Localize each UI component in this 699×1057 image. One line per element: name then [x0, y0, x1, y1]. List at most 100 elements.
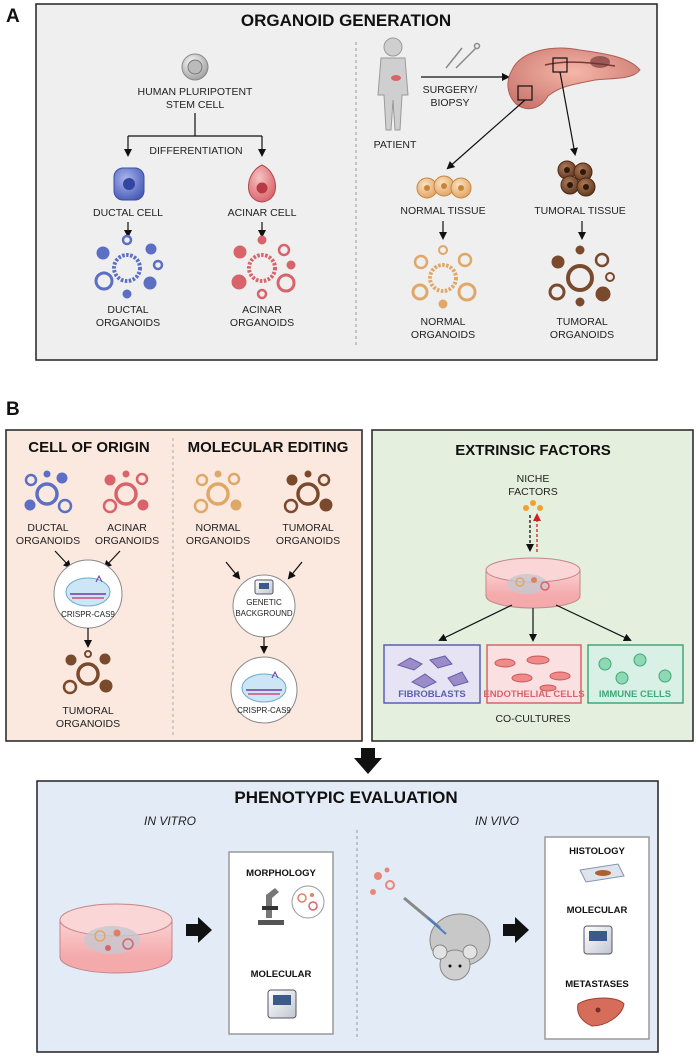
sequencer-icon-vitro	[267, 989, 297, 1019]
niche-label-2: FACTORS	[508, 486, 557, 498]
crispr-label-2: CRISPR-CAS9	[237, 706, 291, 715]
b-tumoral-label-1: TUMORAL	[62, 705, 113, 717]
normal-organoids-label-2: ORGANOIDS	[411, 329, 475, 341]
histology-label: HISTOLOGY	[569, 846, 625, 857]
to-fibroblasts-arrow	[438, 604, 513, 641]
histology-slide-icon	[579, 863, 625, 883]
surgery-label-2: BIOPSY	[430, 97, 469, 109]
b-tumoral-label-2: ORGANOIDS	[56, 718, 120, 730]
in-vitro-label: IN VITRO	[144, 814, 196, 828]
acinar-cell-label: ACINAR CELL	[228, 207, 297, 219]
me-tumoral-label-2: ORGANOIDS	[276, 535, 340, 547]
molecular-vivo-label: MOLECULAR	[567, 905, 628, 916]
crispr-label-1: CRISPR-CAS9	[61, 610, 115, 619]
crispr-cas9-icon-2	[230, 656, 298, 724]
tumoral-organoids-icon	[548, 245, 615, 307]
fibroblasts-box	[383, 644, 481, 704]
in-vivo-arrow	[503, 917, 529, 943]
immune-cells-icon	[598, 653, 672, 685]
normal-tissue-arrow	[446, 99, 526, 170]
b-acinar-to-crispr-arrow	[103, 550, 121, 569]
b-acinar-label-1: ACINAR	[107, 522, 147, 534]
niche-factors-icon	[523, 500, 543, 511]
sequencer-icon-vivo	[583, 925, 613, 955]
acinar-organoids-label-1: ACINAR	[242, 304, 282, 316]
fibroblasts-label: FIBROBLASTS	[398, 689, 466, 700]
me-normal-arrow	[225, 561, 241, 580]
me-tumoral-arrow	[287, 561, 303, 580]
ductal-organoids-icon	[94, 234, 164, 299]
differentiation-label-bg	[144, 143, 248, 157]
patient-icon	[377, 37, 409, 131]
hpsc-label-2: STEM CELL	[166, 99, 225, 111]
normal-tissue-label: NORMAL TISSUE	[400, 205, 485, 217]
in-vitro-dish-icon	[59, 903, 173, 974]
me-normal-label-1: NORMAL	[196, 522, 241, 534]
ductal-organoids-label-1: DUCTAL	[107, 304, 148, 316]
niche-label-1: NICHE	[517, 473, 550, 485]
hpsc-label-1: HUMAN PLURIPOTENT	[138, 86, 254, 98]
molecular-editing-title: MOLECULAR EDITING	[188, 439, 349, 456]
ductal-organoids-label-2: ORGANOIDS	[96, 317, 160, 329]
extrinsic-title: EXTRINSIC FACTORS	[455, 442, 611, 459]
crispr-cas9-icon	[53, 559, 123, 629]
molecular-vitro-label: MOLECULAR	[251, 969, 312, 980]
me-tumoral-label-1: TUMORAL	[282, 522, 333, 534]
panel-b-letter: B	[6, 399, 20, 420]
endothelial-cells-icon	[494, 655, 571, 692]
injection-organoids-icon	[370, 867, 395, 895]
surgery-label-1: SURGERY/	[423, 84, 478, 96]
tumoral-tissue-arrow	[559, 71, 578, 156]
ductal-cell-label: DUCTAL CELL	[93, 207, 163, 219]
metastases-label: METASTASES	[565, 979, 629, 990]
cell-of-origin-title: CELL OF ORIGIN	[28, 439, 149, 456]
tumoral-organoids-label-1: TUMORAL	[556, 316, 607, 328]
b-acinar-organoids-icon	[102, 470, 149, 514]
in-vivo-label: IN VIVO	[475, 814, 519, 828]
fibroblast-cells-icon	[396, 655, 469, 689]
me-normal-label-2: ORGANOIDS	[186, 535, 250, 547]
genetic-label-2: BACKGROUND	[235, 609, 293, 618]
ductal-cell-icon	[113, 167, 145, 201]
b-ductal-to-crispr-arrow	[54, 550, 72, 569]
panel-b-to-c-arrow	[354, 748, 382, 774]
surgical-tools-icon	[445, 42, 481, 69]
genetic-label-1: GENETIC	[246, 598, 282, 607]
b-ductal-organoids-icon	[24, 470, 73, 514]
culture-dish-icon	[485, 557, 581, 609]
syringe-icon	[403, 896, 447, 935]
b-ductal-label-2: ORGANOIDS	[16, 535, 80, 547]
in-vitro-arrow	[186, 917, 212, 943]
acinar-cell-icon	[248, 164, 276, 203]
b-ductal-label-1: DUCTAL	[27, 522, 68, 534]
co-cultures-label: CO-CULTURES	[495, 713, 570, 725]
acinar-organoids-icon	[231, 235, 296, 300]
differentiation-connector	[124, 113, 266, 157]
microscope-icon	[258, 885, 325, 925]
normal-tissue-icon	[416, 175, 472, 199]
mouse-icon	[429, 913, 491, 981]
stem-cell-icon	[181, 53, 209, 81]
b-acinar-label-2: ORGANOIDS	[95, 535, 159, 547]
panel-c-title: PHENOTYPIC EVALUATION	[234, 788, 457, 807]
differentiation-label: DIFFERENTIATION	[149, 145, 242, 157]
panel-a-title: ORGANOID GENERATION	[241, 11, 451, 30]
normal-organoids-icon	[411, 245, 477, 309]
b-tumoral-me-organoids-icon	[283, 470, 333, 514]
b-normal-organoids-icon	[193, 470, 242, 514]
tumoral-tissue-icon	[557, 160, 596, 197]
b-tumoral-organoids-icon	[62, 650, 113, 695]
acinar-organoids-label-2: ORGANOIDS	[230, 317, 294, 329]
genetic-background-icon	[232, 574, 296, 638]
tumoral-organoids-label-2: ORGANOIDS	[550, 329, 614, 341]
to-immune-arrow	[555, 604, 632, 642]
patient-label: PATIENT	[374, 139, 417, 151]
immune-label: IMMUNE CELLS	[599, 689, 671, 700]
tumoral-tissue-label: TUMORAL TISSUE	[534, 205, 626, 217]
endothelial-label: ENDOTHELIAL CELLS	[483, 689, 584, 700]
liver-icon	[577, 997, 625, 1027]
pancreas-icon	[507, 47, 641, 110]
normal-organoids-label-1: NORMAL	[421, 316, 466, 328]
panel-a-letter: A	[6, 6, 20, 27]
